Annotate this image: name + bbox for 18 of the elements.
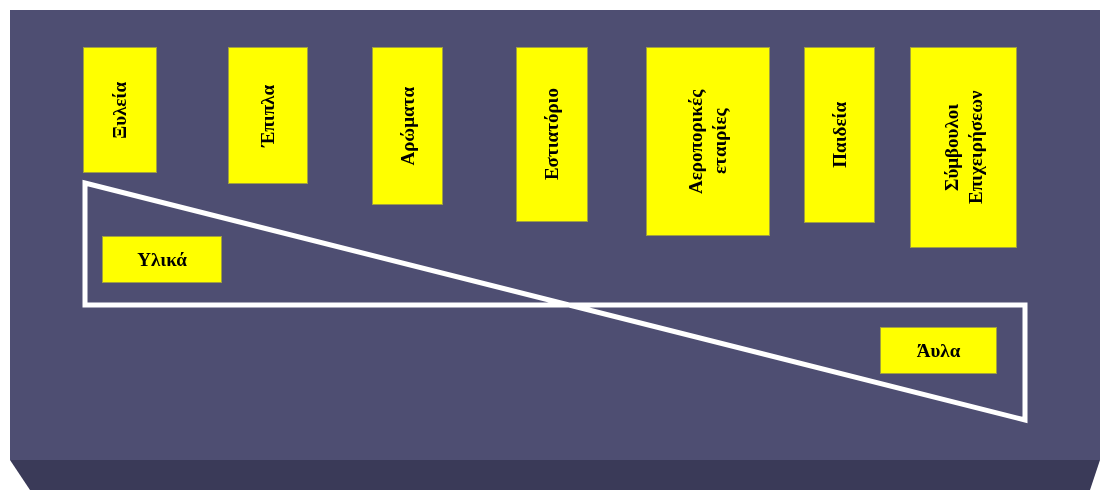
label-box (880, 327, 997, 374)
box-label: Αρώματα (395, 86, 419, 166)
label-box (516, 47, 588, 222)
label-box (910, 47, 1017, 248)
box-label: Σύμβουλοι Επιχειρήσεων (939, 89, 987, 207)
label-box (83, 47, 157, 173)
box-label: Υλικά (137, 247, 187, 272)
box-label: Παιδεία (827, 102, 851, 168)
label-box (804, 47, 875, 223)
box-label: Έπιπλα (256, 84, 280, 147)
label-box (372, 47, 443, 205)
box-label: Αεροπορικές εταιρίες (684, 88, 731, 196)
box-label: Ξυλεία (108, 81, 132, 139)
box-label: Εστιατόριο (540, 88, 564, 181)
label-box (228, 47, 308, 184)
label-box (102, 236, 222, 283)
label-box (646, 47, 770, 236)
box-label: Άυλα (916, 338, 961, 363)
